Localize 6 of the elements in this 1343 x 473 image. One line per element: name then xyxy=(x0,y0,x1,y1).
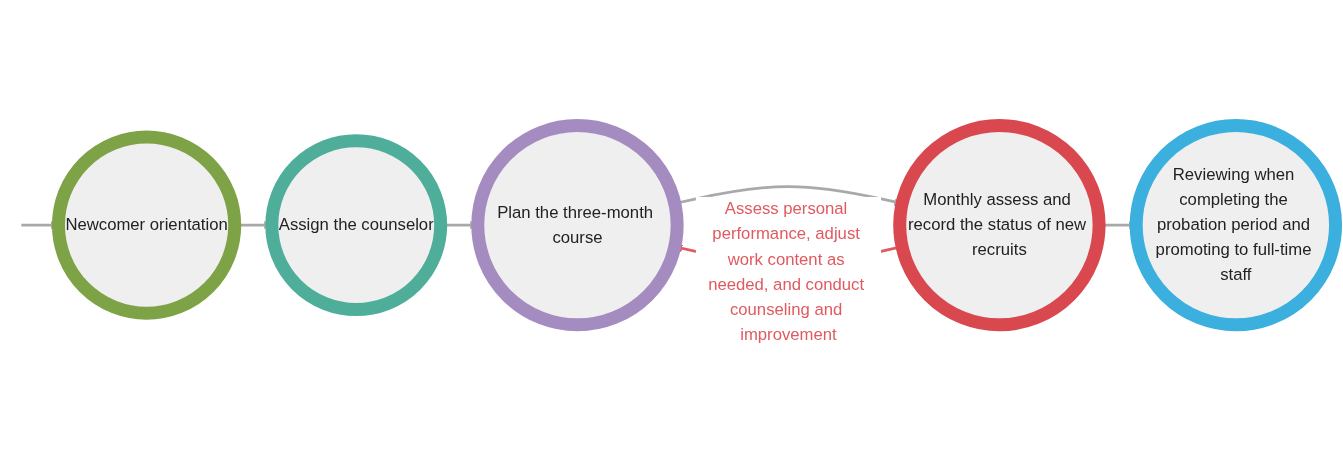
node-circle: Plan the three-month course xyxy=(471,119,684,332)
node-circle: Monthly assess and record the status of new recruits xyxy=(893,119,1106,332)
edge-label: Assess personal performance, adjust work content as needed, and conduct counseling and improvement xyxy=(708,199,865,344)
node-circle: Assign the counselor xyxy=(265,134,448,317)
node-circle: Newcomer orientation xyxy=(51,130,242,320)
node-circle: Reviewing when completing the probation period and promoting to full-time staff xyxy=(1129,119,1343,332)
